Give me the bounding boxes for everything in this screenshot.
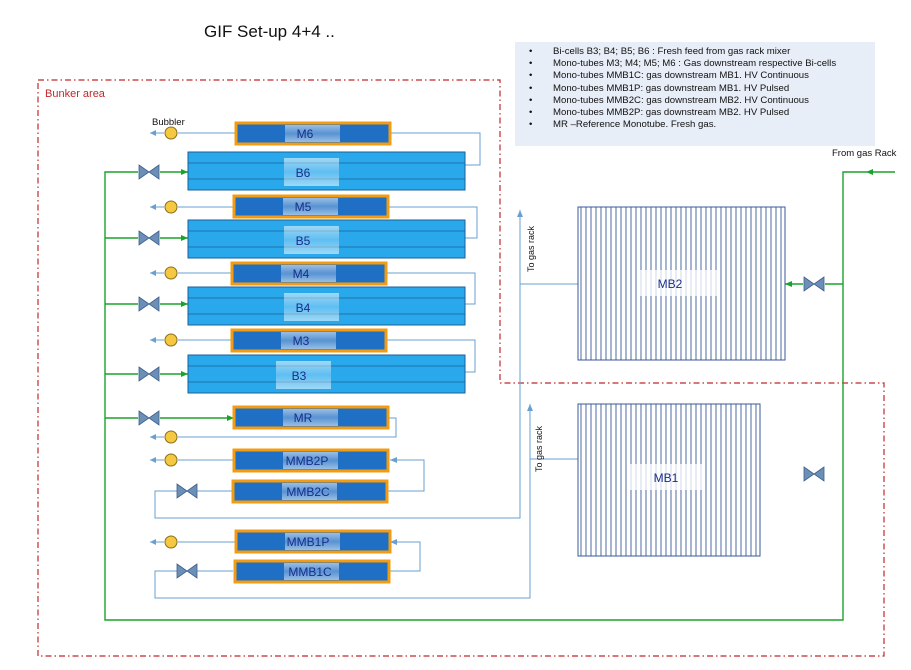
bunker-boundary bbox=[37, 79, 885, 657]
monotube-mmb1c: MMB1C bbox=[233, 559, 391, 584]
monotube-label: MMB1P bbox=[287, 535, 330, 549]
monotube-label: M6 bbox=[297, 127, 314, 141]
bicell-b5: B5 bbox=[187, 219, 466, 259]
bubbler-label: Bubbler bbox=[152, 117, 185, 128]
note-item: MR –Reference Monotube. Fresh gas. bbox=[529, 119, 875, 131]
monotube-mr: MR bbox=[232, 405, 390, 430]
bicell-b4: B4 bbox=[187, 286, 466, 326]
note-item: Mono-tubes M3; M4; M5; M6 : Gas downstre… bbox=[529, 58, 875, 70]
monotube-m4: M4 bbox=[230, 261, 388, 286]
monotube-m6: M6 bbox=[234, 121, 392, 146]
bunker-label: Bunker area bbox=[45, 88, 106, 100]
monotube-label: M4 bbox=[293, 267, 310, 281]
note-item: Mono-tubes MMB2C: gas downstream MB2. HV… bbox=[529, 95, 875, 107]
note-item: Mono-tubes MMB1C: gas downstream MB1. HV… bbox=[529, 70, 875, 82]
bicell-label: B4 bbox=[296, 301, 311, 315]
monotube-label: MMB2C bbox=[286, 485, 330, 499]
monotube-label: MMB1C bbox=[288, 565, 332, 579]
chamber-label: MB2 bbox=[658, 277, 683, 291]
monotube-label: MMB2P bbox=[286, 454, 329, 468]
flow-arrows-green bbox=[181, 169, 873, 421]
chamber-label: MB1 bbox=[654, 471, 679, 485]
monotube-label: M3 bbox=[293, 334, 310, 348]
bicell-b6: B6 bbox=[187, 151, 466, 191]
gas-supply-line bbox=[104, 171, 895, 621]
to-gas-rack-label: To gas rack bbox=[526, 225, 536, 272]
from-gas-rack-label: From gas Rack bbox=[832, 148, 897, 159]
to-gas-rack-label: To gas rack bbox=[534, 425, 544, 472]
bubbler-icon bbox=[164, 126, 178, 549]
monotube-mmb2p: MMB2P bbox=[232, 448, 390, 473]
diagram-title: GIF Set-up 4+4 .. bbox=[204, 22, 335, 41]
monotube-mmb1p: MMB1P bbox=[234, 529, 392, 554]
valve-icon bbox=[138, 164, 825, 579]
chamber-mb1: MB1 bbox=[577, 403, 761, 557]
flow-arrows-blue bbox=[150, 130, 533, 545]
monotube-m3: M3 bbox=[230, 328, 388, 353]
note-item: Mono-tubes MMB2P: gas downstream MB2. HV… bbox=[529, 107, 875, 119]
monotube-label: MR bbox=[294, 411, 313, 425]
monotube-m5: M5 bbox=[232, 194, 390, 219]
monotube-label: M5 bbox=[295, 200, 312, 214]
note-item: Bi-cells B3; B4; B5; B6 : Fresh feed fro… bbox=[529, 46, 875, 58]
bicell-label: B5 bbox=[296, 234, 311, 248]
monotube-mmb2c: MMB2C bbox=[231, 479, 389, 504]
bicell-b3: B3 bbox=[187, 354, 466, 394]
chamber-mb2: MB2 bbox=[577, 206, 786, 361]
return-pipes bbox=[150, 132, 578, 599]
legend-notes: Bi-cells B3; B4; B5; B6 : Fresh feed fro… bbox=[515, 42, 875, 146]
bicell-label: B6 bbox=[296, 166, 311, 180]
note-item: Mono-tubes MMB1P: gas downstream MB1. HV… bbox=[529, 83, 875, 95]
bicell-label: B3 bbox=[292, 369, 307, 383]
